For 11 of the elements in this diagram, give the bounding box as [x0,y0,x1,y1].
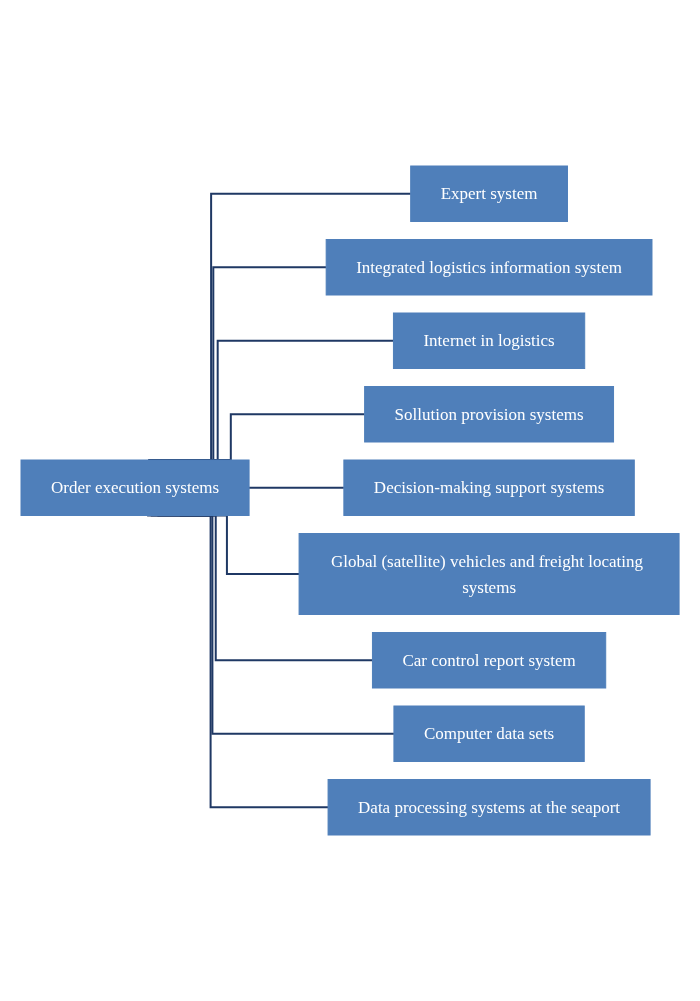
node-box: Computer data sets [393,705,585,762]
node-box: Expert system [410,165,568,222]
node-box: Sollution provision systems [364,385,614,442]
node-box: Data processing systems at the seaport [327,778,651,835]
node-box: Internet in logistics [392,312,586,369]
node-box: Car control report system [371,631,607,688]
node-box: Decision-making support systems [343,459,635,516]
node-box: Global (satellite) vehicles and freight locating systems [298,532,680,615]
node-box: Order execution systems [20,459,250,516]
connector [248,486,345,489]
node-box: Integrated logistics information system [325,238,653,295]
